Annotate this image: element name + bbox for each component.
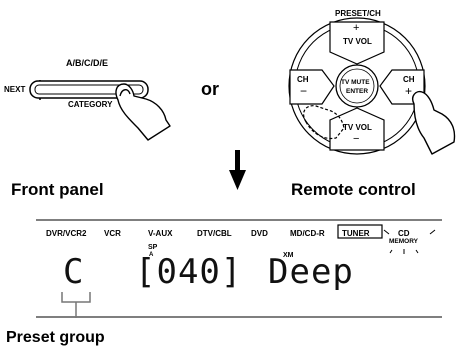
source-v-aux: V-AUX	[148, 229, 173, 238]
minus-sign: −	[353, 133, 360, 145]
source-vcr: VCR	[104, 229, 121, 238]
remote-dpad	[288, 17, 426, 155]
source-dvr-vcr2: DVR/VCR2	[46, 229, 87, 238]
category-label: CATEGORY	[68, 100, 113, 109]
source-md-cd-r: MD/CD-R	[290, 229, 325, 238]
tv-vol-top-label: TV VOL	[343, 37, 372, 46]
source-dtv-cbl: DTV/CBL	[197, 229, 232, 238]
source-tuner: TUNER	[342, 229, 370, 238]
memory-indicator: MEMORY	[389, 238, 419, 245]
xm-indicator: XM	[283, 252, 294, 259]
ch-right-sign: +	[405, 84, 413, 98]
preset-channel: [040]	[135, 252, 243, 292]
a-indicator: A	[149, 252, 154, 258]
tv-mute-enter-button	[335, 64, 379, 108]
ch-left-label: CH	[297, 75, 309, 84]
tv-mute-label: TV MUTE	[341, 79, 370, 86]
preset-group-caption: Preset group	[6, 329, 105, 346]
source-dvd: DVD	[251, 229, 268, 238]
hand-icon	[412, 90, 456, 155]
ch-minus-button	[289, 69, 335, 105]
tv-vol-bottom-label: TV VOL	[343, 123, 372, 132]
selected-source-box	[337, 224, 383, 239]
preset-group-char: C	[63, 252, 85, 292]
tv-vol-up-button	[329, 21, 385, 65]
knob-label: A/B/C/D/E	[66, 58, 109, 68]
station-name: Deep	[268, 252, 354, 292]
tv-vol-down-button	[329, 107, 385, 151]
next-label: NEXT	[4, 85, 26, 94]
plus-sign: +	[353, 22, 360, 34]
dashed-hand-icon	[303, 105, 345, 140]
display-frame	[36, 219, 442, 318]
hand-icon	[115, 83, 171, 141]
ch-right-label: CH	[403, 75, 415, 84]
sp-indicator: SP	[148, 244, 158, 251]
enter-label: ENTER	[346, 88, 369, 95]
remote-control-caption: Remote control	[291, 180, 416, 199]
or-connector: or	[201, 79, 219, 99]
down-arrow-icon	[229, 150, 246, 190]
preset-group-bracket	[61, 292, 91, 318]
source-cd: CD	[398, 229, 410, 238]
preset-ch-label: PRESET/CH	[335, 9, 381, 18]
ch-left-sign: −	[300, 84, 308, 98]
front-panel-caption: Front panel	[11, 180, 104, 199]
